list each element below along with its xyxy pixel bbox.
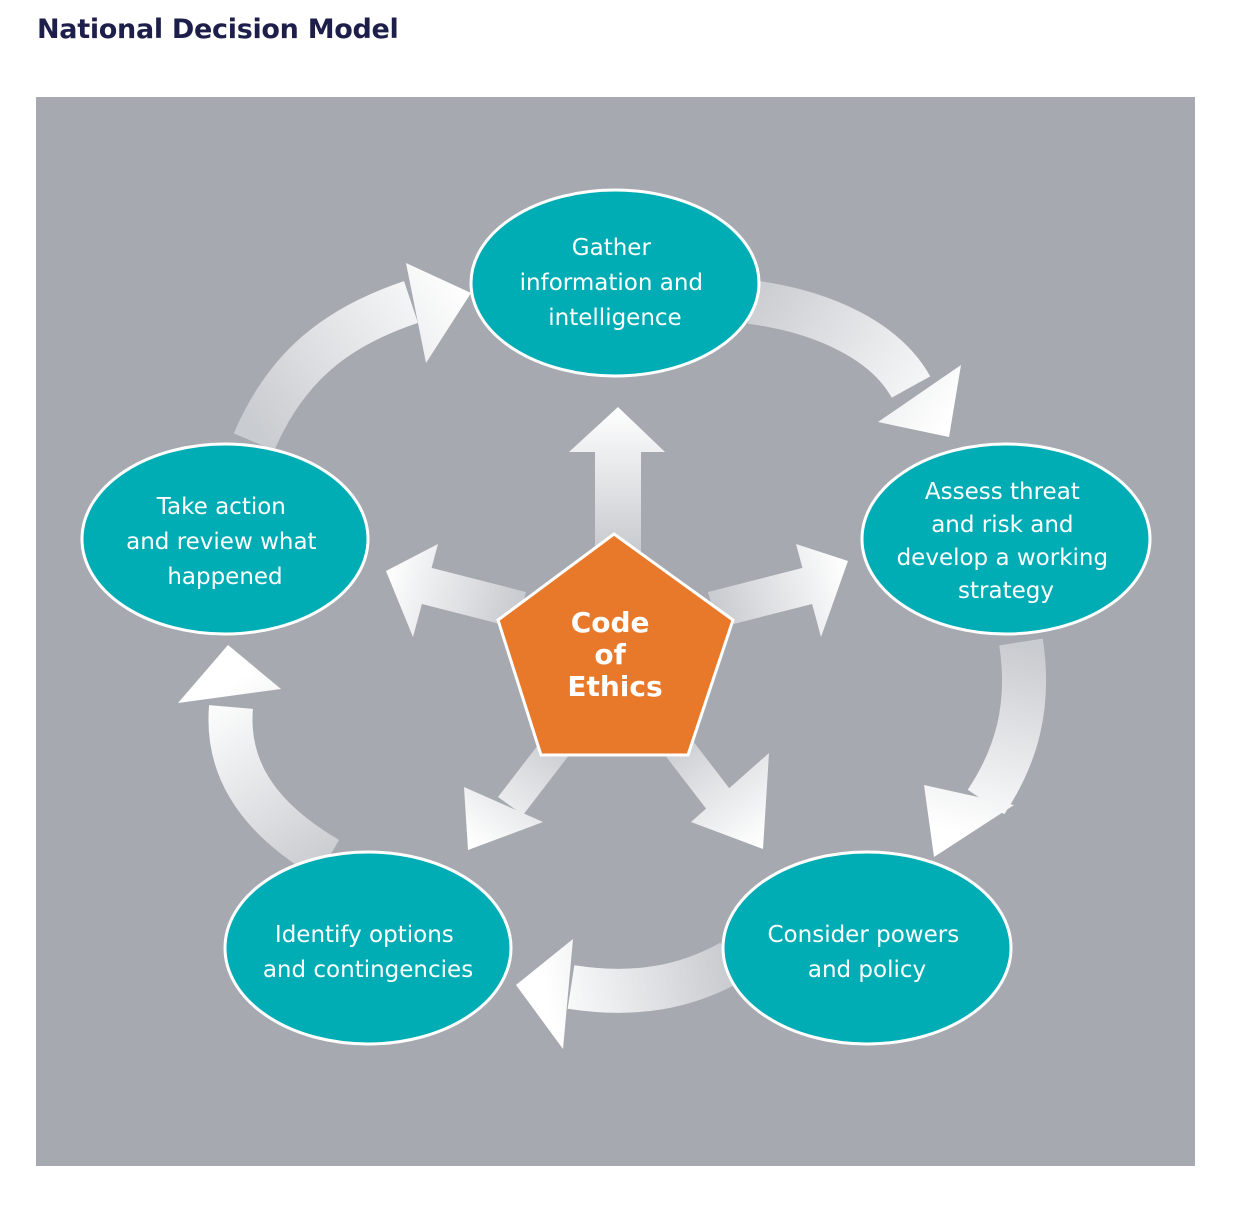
svg-text:Consider powers and po: Consider powers and policy (768, 922, 967, 983)
svg-text:Gather information and: Gather information and intelligence (520, 235, 711, 331)
center-label: Code of Ethics (567, 606, 662, 703)
node-label-line: and contingencies (263, 957, 473, 983)
node-label-line: intelligence (548, 305, 681, 331)
center-label-line: of (594, 638, 626, 671)
node-label-line: and risk and (931, 512, 1073, 538)
node-consider-powers: Consider powers and policy (721, 850, 1013, 1046)
center-label-line: Code (571, 606, 650, 639)
svg-text:Identify options and c: Identify options and contingencies (263, 922, 473, 983)
diagram-panel: Code of Ethics Gather information and in… (36, 97, 1195, 1166)
node-label-line: Gather (572, 235, 652, 261)
node-take-action: Take action and review what happened (80, 442, 370, 636)
radial-arrow-right (708, 544, 848, 637)
node-label-line: information and (520, 270, 703, 296)
cycle-arrow-gather-to-assess (747, 280, 961, 437)
node-gather-information: Gather information and intelligence (469, 188, 761, 378)
node-label-line: Take action (156, 494, 286, 520)
node-label-line: Consider powers (768, 922, 960, 948)
node-label-line: strategy (958, 578, 1054, 604)
node-assess-threat: Assess threat and risk and develop a wor… (860, 442, 1152, 636)
node-label-line: Identify options (275, 922, 454, 948)
node-label-line: happened (167, 564, 282, 590)
radial-arrow-left (386, 544, 526, 637)
page-title: National Decision Model (37, 14, 399, 45)
svg-text:Take action and review: Take action and review what happened (126, 494, 324, 590)
svg-text:Assess threat and risk: Assess threat and risk and develop a wor… (897, 479, 1116, 604)
center-label-line: Ethics (567, 670, 662, 703)
node-label-line: and policy (808, 957, 926, 983)
cycle-arrow-options-to-action (178, 645, 340, 878)
decision-model-diagram: Code of Ethics Gather information and in… (80, 188, 1152, 1049)
cycle-arrow-powers-to-options (516, 939, 742, 1049)
cycle-arrow-assess-to-powers (924, 638, 1047, 857)
cycle-arrow-action-to-gather (233, 263, 471, 451)
node-identify-options: Identify options and contingencies (223, 850, 513, 1046)
node-label-line: develop a working (897, 545, 1109, 571)
code-of-ethics-pentagon: Code of Ethics (496, 532, 735, 757)
node-label-line: and review what (126, 529, 316, 555)
node-label-line: Assess threat (925, 479, 1080, 505)
